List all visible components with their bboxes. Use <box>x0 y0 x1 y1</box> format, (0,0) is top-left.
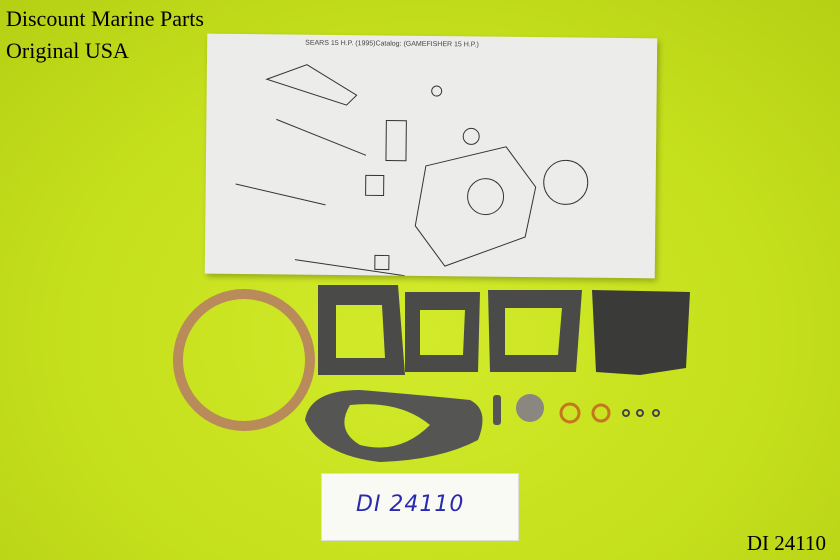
origin-text: Original USA <box>6 38 129 63</box>
check-ball-cap <box>516 394 544 422</box>
o-rings <box>559 402 611 424</box>
needle-pin <box>493 395 501 425</box>
part-code-text: DI 24110 <box>746 531 826 555</box>
brand-text: Discount Marine Parts <box>6 6 204 31</box>
diaphragm <box>592 290 690 375</box>
gasket-1 <box>318 285 405 375</box>
carburetor-diagram <box>235 64 589 277</box>
flange-gasket <box>305 390 483 462</box>
exploded-diagram-sheet: SEARS 15 H.P. (1995)Catalog: (GAMEFISHER… <box>204 33 658 279</box>
gasket-3 <box>488 290 582 372</box>
tag-handwriting: DI 24110 <box>356 492 465 517</box>
gasket-2 <box>405 292 480 372</box>
part-number-tag: DI 24110 <box>321 473 519 541</box>
cork-gasket <box>173 289 315 431</box>
small-o-rings <box>622 409 660 417</box>
